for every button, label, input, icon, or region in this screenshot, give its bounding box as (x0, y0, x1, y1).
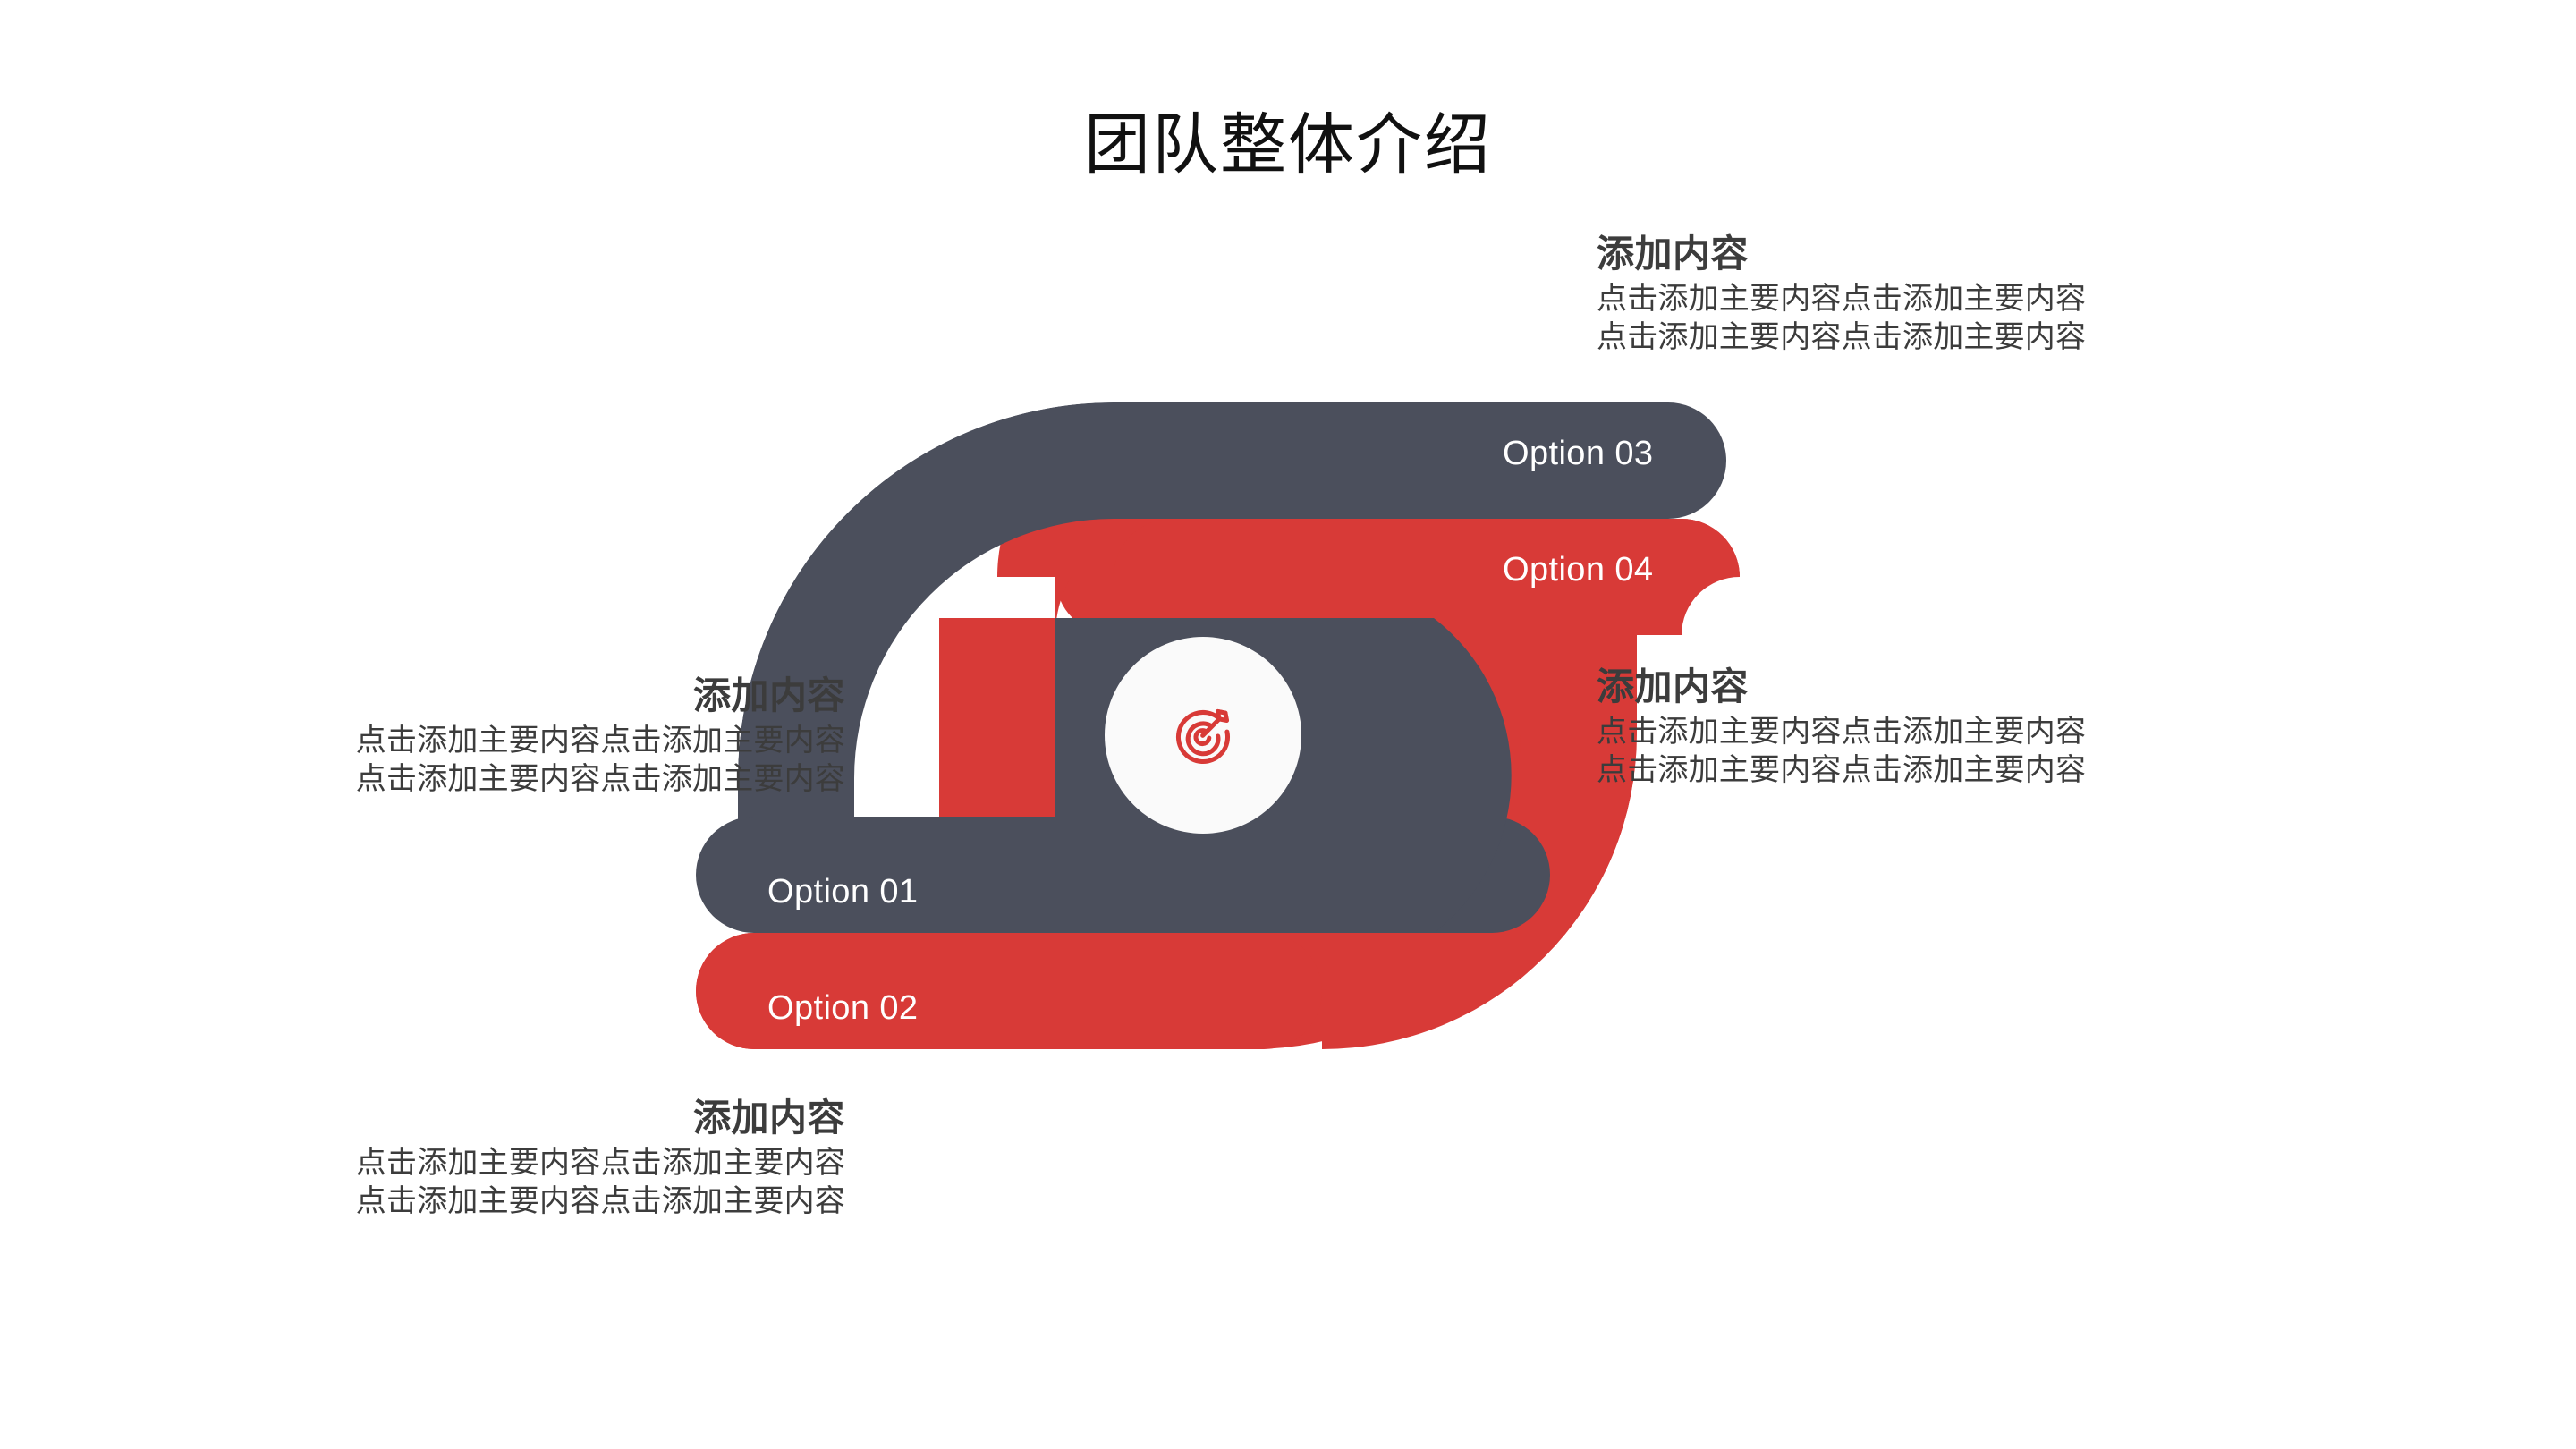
option-02-label[interactable]: Option 02 (767, 989, 919, 1027)
text-block-bottom-left: 添加内容 点击添加主要内容点击添加主要内容 点击添加主要内容点击添加主要内容 (219, 1095, 845, 1222)
text-block-mid-right: 添加内容 点击添加主要内容点击添加主要内容 点击添加主要内容点击添加主要内容 (1597, 664, 2223, 791)
text-block-mid-left-line2: 点击添加主要内容点击添加主要内容 (355, 762, 845, 797)
spiral-gap-masks (696, 338, 1753, 1165)
option-02-pill[interactable] (696, 933, 1322, 1049)
text-block-mid-right-line2: 点击添加主要内容点击添加主要内容 (1597, 753, 2087, 788)
mask-bottom-right-outer (1322, 734, 1753, 1165)
option-04-pill[interactable] (1055, 519, 1740, 635)
text-block-bottom-left-line1: 点击添加主要内容点击添加主要内容 (355, 1145, 845, 1180)
text-block-bottom-left-heading: 添加内容 (692, 1097, 845, 1139)
option-03-label[interactable]: Option 03 (1503, 435, 1654, 472)
text-block-top-right-heading: 添加内容 (1597, 233, 1750, 275)
text-block-mid-left-heading: 添加内容 (692, 674, 845, 716)
page-title: 团队整体介绍 (1084, 107, 1492, 182)
text-block-top-right-line1: 点击添加主要内容点击添加主要内容 (1597, 281, 2087, 316)
dark-arm-outer-left[interactable] (738, 402, 1114, 875)
option-01-label[interactable]: Option 01 (767, 873, 919, 911)
text-block-mid-left: 添加内容 点击添加主要内容点击添加主要内容 点击添加主要内容点击添加主要内容 (219, 673, 845, 800)
center-badge[interactable] (1105, 637, 1301, 834)
text-block-top-right: 添加内容 点击添加主要内容点击添加主要内容 点击添加主要内容点击添加主要内容 (1597, 231, 2223, 358)
option-04-label[interactable]: Option 04 (1503, 551, 1654, 589)
text-block-mid-right-line1: 点击添加主要内容点击添加主要内容 (1597, 714, 2087, 749)
text-block-bottom-left-line2: 点击添加主要内容点击添加主要内容 (355, 1184, 845, 1219)
text-block-top-right-line2: 点击添加主要内容点击添加主要内容 (1597, 320, 2087, 355)
option-03-pill[interactable] (1055, 402, 1726, 519)
mask-right-cap (1682, 577, 1740, 635)
mask-top-left-gap (696, 338, 1114, 817)
target-dart-icon (1175, 708, 1230, 764)
text-block-mid-right-heading: 添加内容 (1597, 665, 1750, 708)
dark-arm-right-wrap (1434, 618, 1512, 933)
dark-core-bottom-band (854, 817, 1055, 933)
text-block-mid-left-line1: 点击添加主要内容点击添加主要内容 (355, 723, 845, 758)
